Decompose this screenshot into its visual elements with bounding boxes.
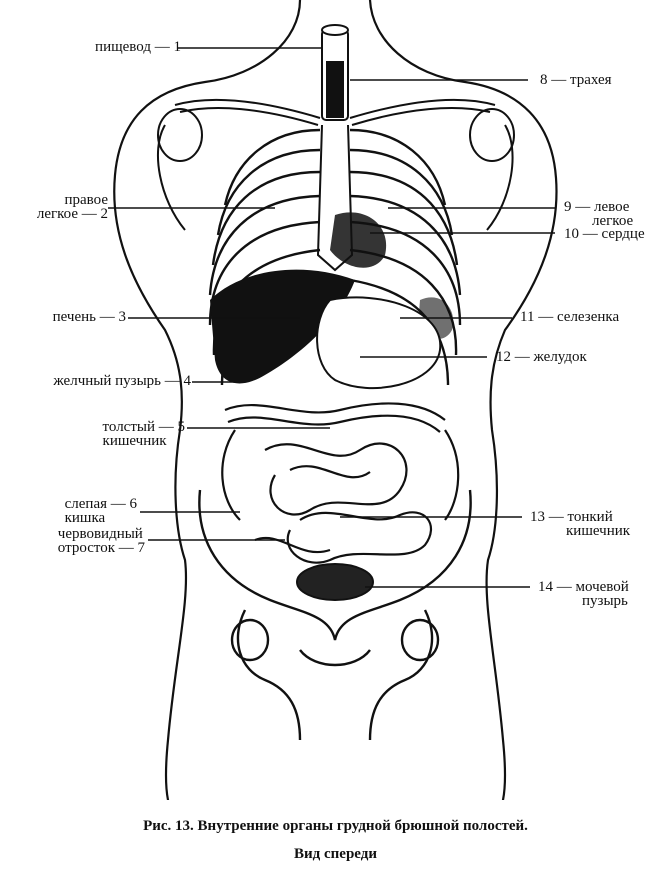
bladder-shape [296,563,374,601]
label-right-lung: правое легкое — 2 [36,192,108,222]
label-small-intestine: 13 — тонкий кишечник [530,509,631,539]
label-bladder: 14 — мочевой пузырь [538,579,629,609]
label-spleen: 11 — селезенка [520,309,620,325]
anatomy-illustration [108,0,558,800]
dark-organs [210,212,454,384]
shoulder-bones [157,98,515,231]
label-liver: печень — 3 [52,309,126,325]
label-gallbladder: желчный пузырь — 4 [53,373,191,389]
label-large-intestine: толстый — 5 кишечник [102,419,185,449]
figure-caption-line2: Вид спереди [294,846,377,862]
label-left-lung: 9 — левое легкое [564,199,634,229]
intestines [221,402,460,564]
label-heart: 10 — сердце [564,226,645,242]
leader-lines [108,47,555,588]
label-cecum: слепая — 6 кишка [64,496,137,526]
stomach-shape [316,296,442,389]
trachea-esophagus [321,24,349,121]
figure-caption-line1: Рис. 13. Внутренние органы грудной брюшн… [143,818,528,834]
liver-shape [210,269,355,384]
pelvis [198,489,472,741]
heart-shape [330,212,387,268]
label-appendix: червовидный отросток — 7 [57,526,145,556]
label-esophagus: пищевод — 1 [95,39,181,55]
body-outline [113,0,558,800]
label-trachea: 8 — трахея [540,72,612,88]
label-stomach: 12 — желудок [496,349,587,365]
